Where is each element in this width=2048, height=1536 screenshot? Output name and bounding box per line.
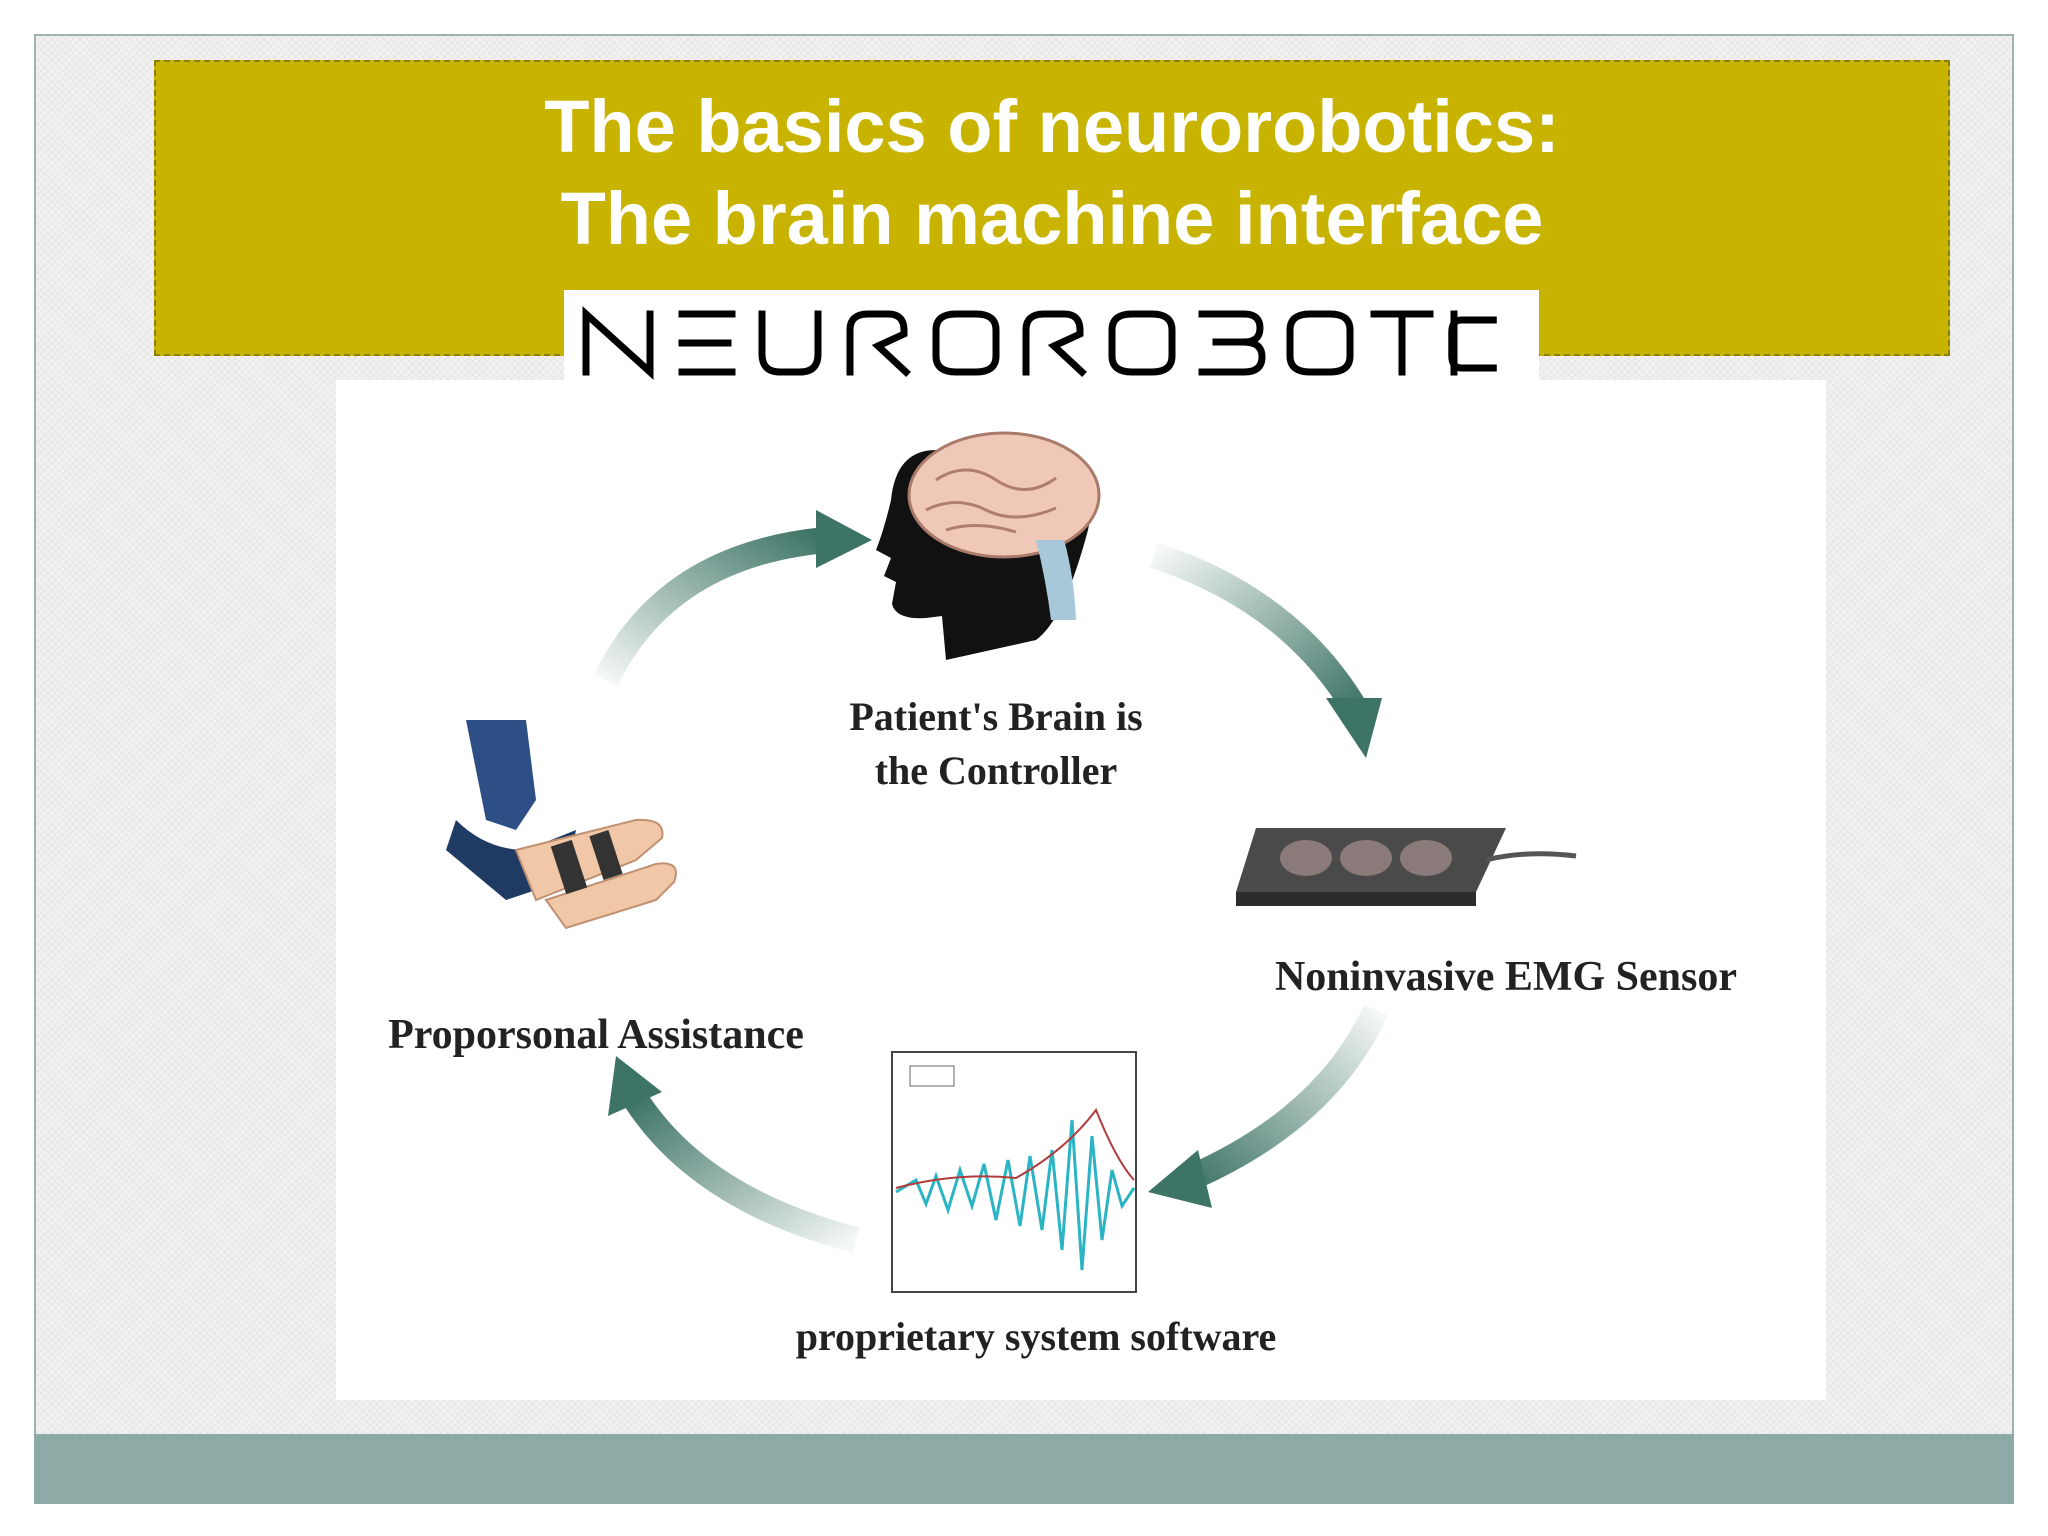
slide-title-line-1: The basics of neurorobotics: — [544, 85, 1560, 168]
label-brain-line-2: the Controller — [874, 748, 1118, 793]
neurorobotics-logo — [564, 290, 1539, 380]
slide-title-line-2: The brain machine interface — [560, 177, 1544, 260]
footer-bar — [34, 1434, 2014, 1504]
arrow-brain-to-sensor — [1149, 542, 1382, 758]
arrow-sensor-to-software — [1148, 1004, 1388, 1208]
label-system-software: proprietary system software — [795, 1314, 1277, 1359]
emg-sensor-icon — [1236, 828, 1577, 906]
arrow-software-to-assist — [608, 1056, 860, 1253]
emg-signal-plot-icon — [891, 1051, 1137, 1293]
cycle-arrows-and-images — [446, 431, 1577, 1293]
head-brain-icon — [876, 431, 1101, 660]
label-proporsonal-assistance: Proporsonal Assistance — [388, 1012, 804, 1058]
label-brain-controller: Patient's Brain is the Controller — [816, 690, 1176, 798]
neurorobotics-logo-wordmark — [582, 306, 1497, 380]
label-brain-line-1: Patient's Brain is — [849, 694, 1143, 739]
arrow-assist-to-brain — [594, 510, 872, 686]
label-emg-sensor: Noninvasive EMG Sensor — [1274, 954, 1738, 1000]
arm-exoskeleton-icon — [446, 720, 677, 930]
bmi-cycle-diagram: Patient's Brain is the Controller Noninv… — [336, 380, 1826, 1400]
